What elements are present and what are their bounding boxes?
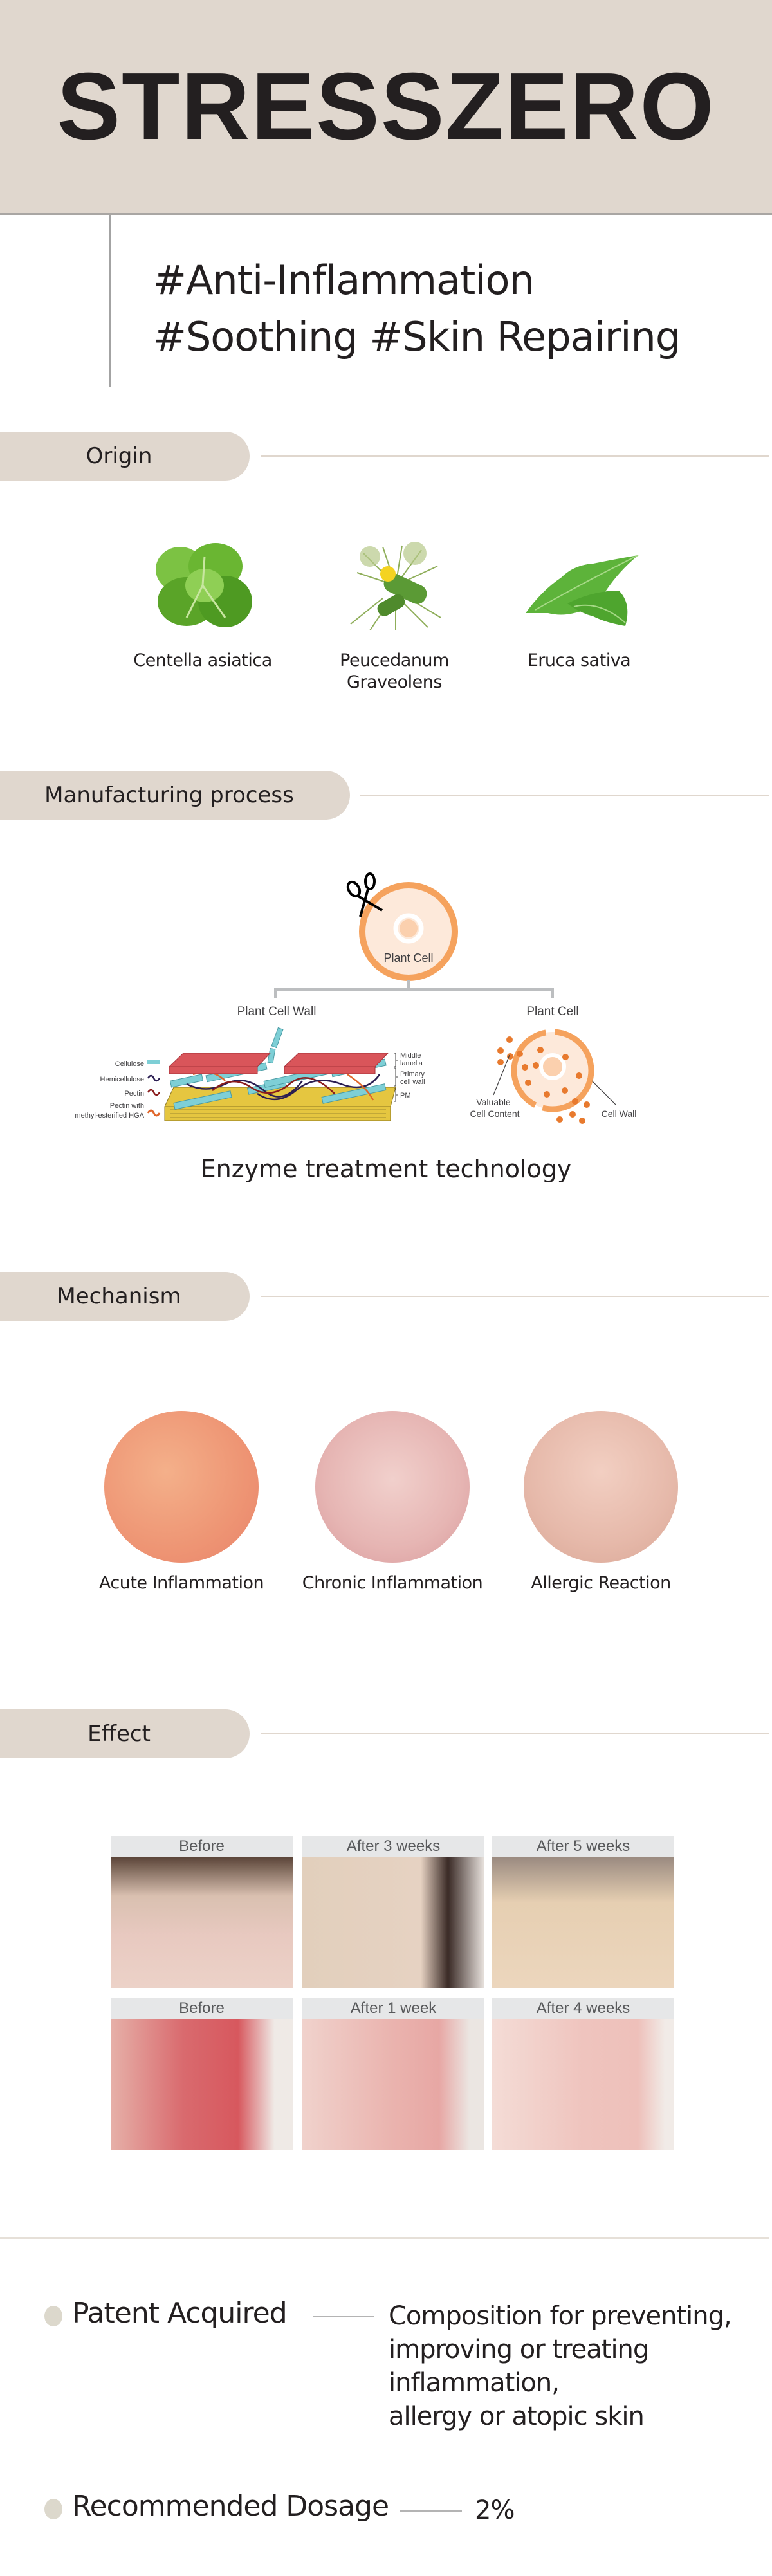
arugula-leaf-icon bbox=[526, 555, 639, 626]
patent-line: allergy or atopic skin bbox=[389, 2402, 645, 2431]
photo-caption: Before bbox=[111, 1998, 293, 2019]
cheek-4-weeks-image bbox=[492, 2019, 674, 2150]
plant-cell-label: Plant Cell bbox=[383, 952, 433, 964]
plant-label-peucedanum: Peucedanum Graveolens bbox=[311, 650, 478, 694]
neck-before-image bbox=[111, 1857, 293, 1988]
section-heading-origin: Origin bbox=[0, 432, 250, 481]
photo-caption: Before bbox=[111, 1836, 293, 1857]
section-divider bbox=[261, 1733, 769, 1734]
dosage-label: Recommended Dosage bbox=[72, 2490, 389, 2523]
layer-label: cell wall bbox=[400, 1078, 425, 1086]
header-banner bbox=[0, 0, 772, 215]
bullet-dot bbox=[44, 2499, 62, 2519]
connector-dash bbox=[400, 2510, 462, 2512]
acute-inflammation-image bbox=[104, 1411, 259, 1563]
legend-hemicellulose: Hemicellulose bbox=[100, 1076, 144, 1083]
photo-caption: After 1 week bbox=[302, 1998, 484, 2019]
legend-pectin: Pectin bbox=[124, 1090, 144, 1098]
section-divider bbox=[360, 795, 769, 796]
patent-line: Composition for preventing, bbox=[389, 2301, 732, 2331]
branch-connector bbox=[274, 980, 554, 998]
effect-photo: Before bbox=[111, 1836, 293, 1988]
cheek-before-image bbox=[111, 2019, 293, 2150]
mechanism-label-chronic: Chronic Inflammation bbox=[302, 1573, 483, 1593]
patent-label: Patent Acquired bbox=[72, 2297, 288, 2330]
bullet-dot bbox=[44, 2306, 62, 2326]
brand-title: STRESSZERO bbox=[57, 53, 715, 160]
layer-label: Primary bbox=[400, 1071, 425, 1078]
tagline: #Anti-Inflammation #Soothing #Skin Repai… bbox=[153, 252, 681, 365]
plant-label-eruca: Eruca sativa bbox=[527, 650, 631, 670]
effect-photo: After 4 weeks bbox=[492, 1998, 674, 2150]
dosage-value: 2% bbox=[475, 2496, 515, 2525]
patent-description: Composition for preventing, improving or… bbox=[389, 2299, 732, 2433]
section-heading-mechanism: Mechanism bbox=[0, 1272, 250, 1321]
layer-label: Middle bbox=[400, 1052, 421, 1060]
mechanism-label-acute: Acute Inflammation bbox=[98, 1573, 264, 1593]
label-valuable: Valuable bbox=[476, 1097, 511, 1107]
layer-label: PM bbox=[400, 1092, 411, 1099]
effect-photo: After 3 weeks bbox=[302, 1836, 484, 1988]
scissors-icon bbox=[346, 872, 383, 917]
diagram-caption: Enzyme treatment technology bbox=[201, 1155, 572, 1183]
section-separator bbox=[0, 2237, 769, 2239]
branch-label-plant-cell: Plant Cell bbox=[526, 1005, 578, 1018]
patent-line: improving or treating bbox=[389, 2335, 649, 2364]
section-heading-manufacturing: Manufacturing process bbox=[0, 771, 350, 820]
divider-vertical bbox=[109, 215, 111, 387]
plant-label-line: Peucedanum bbox=[340, 650, 449, 670]
branch-label-cell-wall: Plant Cell Wall bbox=[237, 1005, 317, 1018]
cell-wall-illustration: Cellulose Hemicellulose Pectin Pectin wi… bbox=[75, 1027, 425, 1121]
photo-caption: After 3 weeks bbox=[302, 1836, 484, 1857]
dill-icon bbox=[350, 542, 441, 630]
effect-photo: After 5 weeks bbox=[492, 1836, 674, 1988]
photo-caption: After 5 weeks bbox=[492, 1836, 674, 1857]
connector-dash bbox=[313, 2316, 374, 2317]
legend-hga: methyl-esterified HGA bbox=[75, 1112, 144, 1119]
photo-caption: After 4 weeks bbox=[492, 1998, 674, 2019]
allergic-reaction-image bbox=[524, 1411, 678, 1563]
section-divider bbox=[261, 1296, 769, 1297]
centella-leaf-icon bbox=[156, 543, 252, 627]
label-cell-content: Cell Content bbox=[470, 1109, 519, 1119]
tag-line-1: #Anti-Inflammation bbox=[153, 257, 535, 304]
mechanism-label-allergic: Allergic Reaction bbox=[531, 1573, 671, 1593]
chronic-inflammation-image bbox=[315, 1411, 470, 1563]
effect-photo: After 1 week bbox=[302, 1998, 484, 2150]
plant-label-line: Graveolens bbox=[347, 672, 442, 692]
tag-line-2: #Soothing #Skin Repairing bbox=[153, 313, 681, 360]
cheek-1-week-image bbox=[302, 2019, 484, 2150]
neck-5-weeks-image bbox=[492, 1857, 674, 1988]
legend-cellulose: Cellulose bbox=[115, 1060, 144, 1068]
patent-line: inflammation, bbox=[389, 2368, 560, 2398]
plant-cell-top: Plant Cell bbox=[359, 882, 458, 981]
legend-pectin-with: Pectin with bbox=[110, 1102, 144, 1110]
layer-label: lamella bbox=[400, 1060, 423, 1067]
label-cell-wall: Cell Wall bbox=[602, 1109, 637, 1119]
neck-3-weeks-image bbox=[302, 1857, 484, 1988]
section-heading-effect: Effect bbox=[0, 1709, 250, 1758]
section-divider bbox=[261, 455, 769, 457]
effect-photo: Before bbox=[111, 1998, 293, 2150]
plant-label-centella: Centella asiatica bbox=[133, 650, 272, 670]
broken-plant-cell: Valuable Cell Content Cell Wall bbox=[470, 1029, 637, 1124]
enzyme-process-diagram: Plant Cell Plant Cell Wall Plant Cell bbox=[75, 872, 637, 1183]
